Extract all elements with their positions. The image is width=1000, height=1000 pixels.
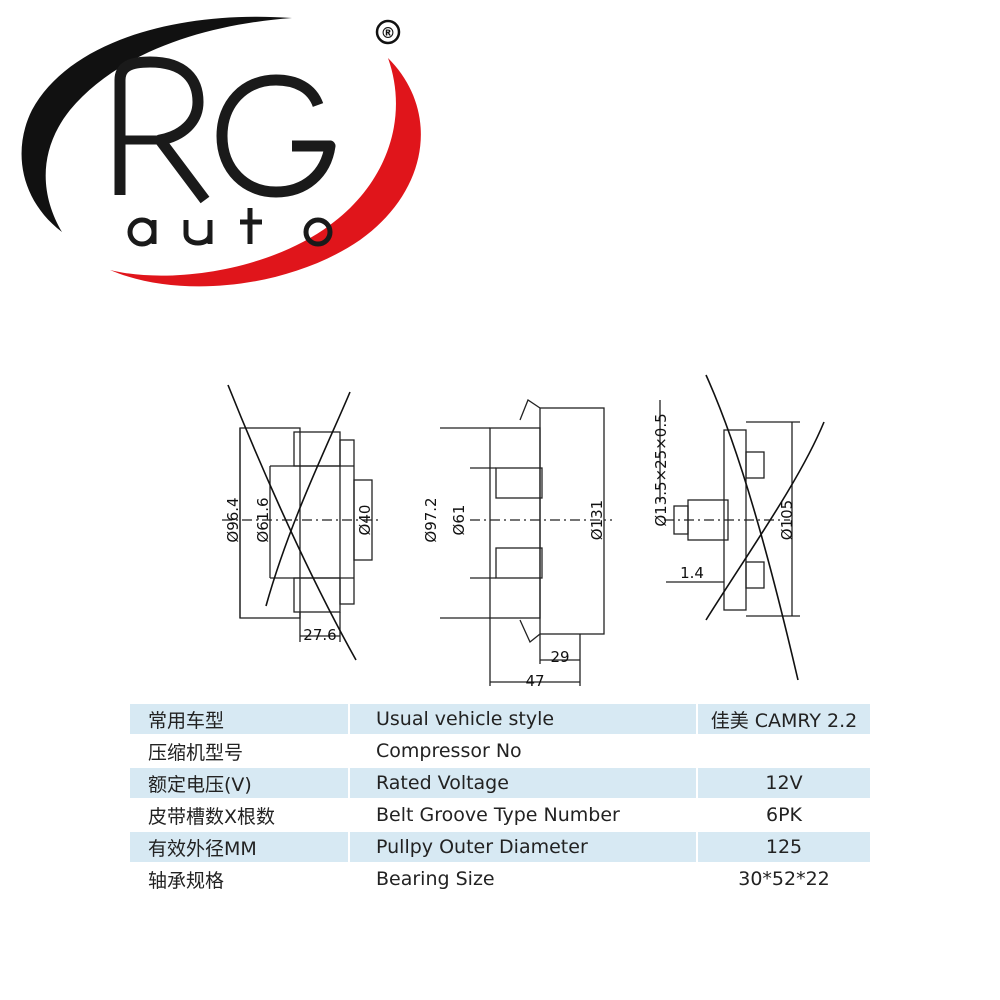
row-label-en: Usual vehicle style bbox=[348, 704, 697, 736]
table-row: 常用车型 Usual vehicle style 佳美 CAMRY 2.2 bbox=[130, 704, 870, 736]
row-value: 30*52*22 bbox=[696, 863, 870, 896]
row-label-cn: 皮带槽数X根数 bbox=[130, 799, 349, 832]
row-label-en: Bearing Size bbox=[348, 863, 697, 896]
row-label-cn: 轴承规格 bbox=[130, 863, 349, 896]
row-label-en: Rated Voltage bbox=[348, 767, 697, 800]
logo-swoosh-red bbox=[110, 58, 421, 287]
logo-letter-g bbox=[216, 74, 336, 198]
logo-letter-r bbox=[114, 56, 210, 204]
row-value: 125 bbox=[696, 831, 870, 864]
dim-right-spline: Ø13.5×25×0.5 bbox=[652, 413, 670, 526]
row-value: 佳美 CAMRY 2.2 bbox=[696, 704, 870, 736]
row-label-en: Belt Groove Type Number bbox=[348, 799, 697, 832]
table-row: 有效外径MM Pullpy Outer Diameter 125 bbox=[130, 831, 870, 864]
dim-left-outer-diameter: Ø96.4 bbox=[224, 497, 242, 542]
dim-left-bore-diameter: Ø40 bbox=[356, 505, 374, 536]
drawing-left-coil bbox=[222, 384, 380, 661]
spec-table: 常用车型 Usual vehicle style 佳美 CAMRY 2.2 压缩… bbox=[130, 704, 870, 896]
row-label-cn: 压缩机型号 bbox=[130, 735, 349, 768]
registered-mark: ® bbox=[381, 24, 396, 42]
dim-left-inner-diameter: Ø61.6 bbox=[254, 497, 272, 542]
logo-swoosh-dark bbox=[21, 16, 292, 232]
dim-middle-pulley-diameter: Ø131 bbox=[588, 500, 606, 540]
dim-middle-outer-diameter: Ø97.2 bbox=[422, 497, 440, 542]
row-label-cn: 额定电压(V) bbox=[130, 767, 349, 800]
row-label-cn: 常用车型 bbox=[130, 704, 349, 736]
dim-right-hub-diameter: Ø105 bbox=[778, 500, 796, 540]
row-value bbox=[696, 735, 870, 768]
logo-word-auto bbox=[127, 208, 333, 247]
row-value: 6PK bbox=[696, 799, 870, 832]
spec-table-container: 常用车型 Usual vehicle style 佳美 CAMRY 2.2 压缩… bbox=[130, 704, 870, 896]
table-row: 皮带槽数X根数 Belt Groove Type Number 6PK bbox=[130, 799, 870, 832]
dim-middle-total-width: 47 bbox=[525, 672, 544, 690]
table-row: 轴承规格 Bearing Size 30*52*22 bbox=[130, 863, 870, 896]
dim-right-gap: 1.4 bbox=[680, 564, 704, 582]
row-label-en: Compressor No bbox=[348, 735, 697, 768]
row-label-en: Pullpy Outer Diameter bbox=[348, 831, 697, 864]
dim-left-width: 27.6 bbox=[303, 626, 336, 644]
technical-drawing: Ø96.4 Ø61.6 Ø40 27.6 Ø97.2 Ø61 Ø131 29 4… bbox=[222, 374, 825, 690]
drawing-right-hub bbox=[659, 374, 825, 681]
brand-logo: ® bbox=[21, 16, 421, 287]
table-row: 额定电压(V) Rated Voltage 12V bbox=[130, 767, 870, 800]
table-row: 压缩机型号 Compressor No bbox=[130, 735, 870, 768]
dim-middle-groove-width: 29 bbox=[550, 648, 569, 666]
row-value: 12V bbox=[696, 767, 870, 800]
drawing-middle-pulley bbox=[440, 399, 612, 686]
row-label-cn: 有效外径MM bbox=[130, 831, 349, 864]
dim-middle-inner-diameter: Ø61 bbox=[450, 505, 468, 536]
